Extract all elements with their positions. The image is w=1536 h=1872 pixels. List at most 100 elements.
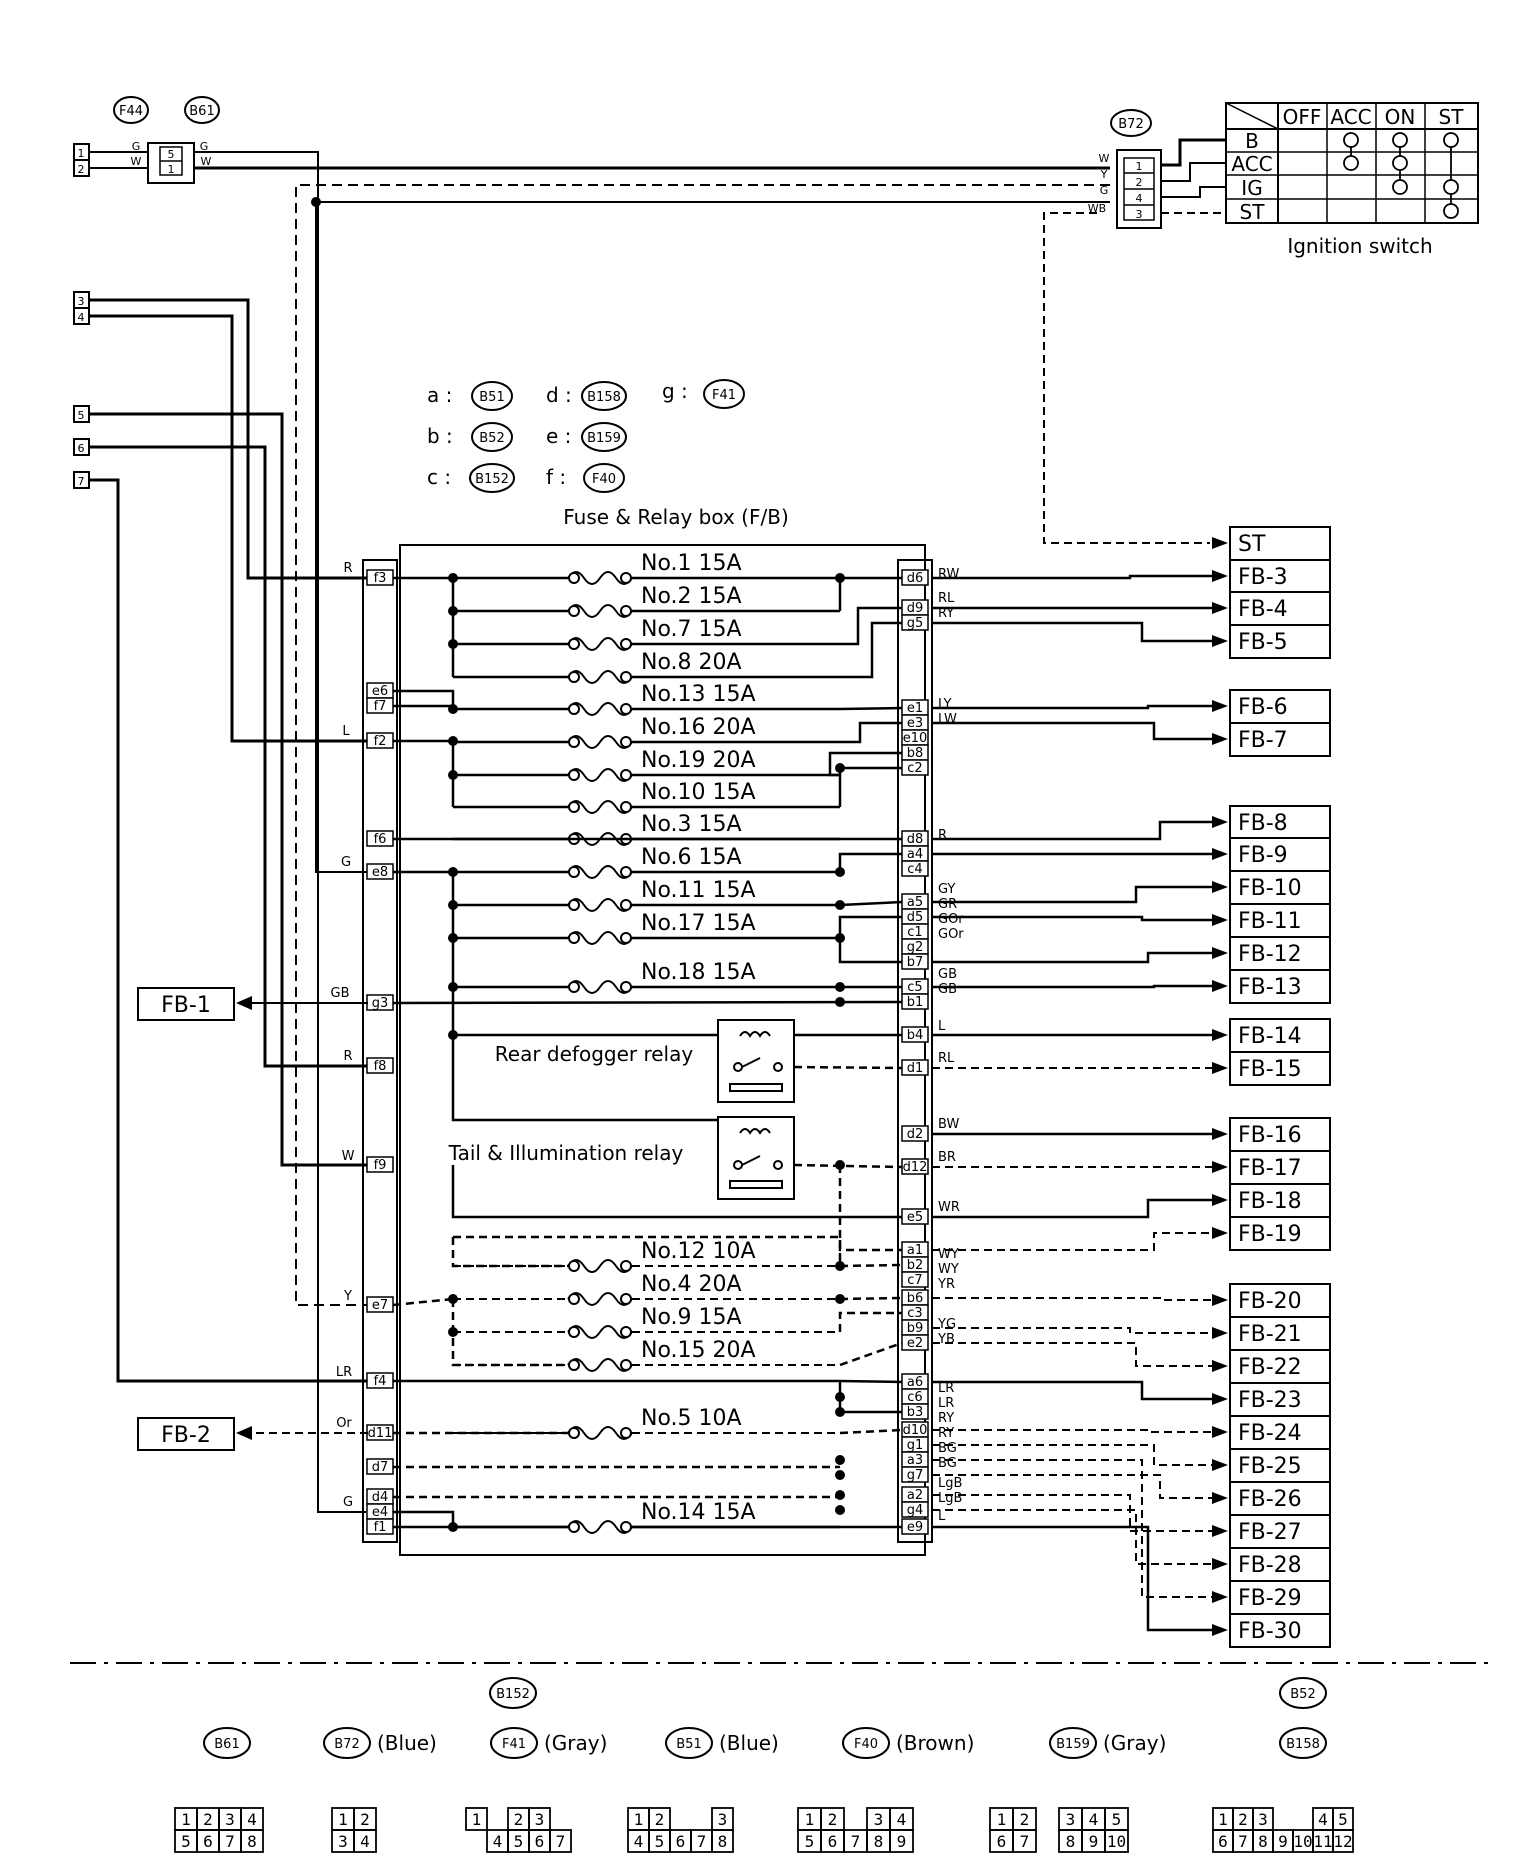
fb-box (1229, 1613, 1331, 1648)
arrow-head (1212, 537, 1228, 549)
pin-label: 6 (535, 1832, 545, 1851)
rear-defogger-relay: Rear defogger relay (495, 1019, 795, 1103)
fb-label: FB-29 (1238, 1586, 1302, 1611)
connector-key-code: B152 (496, 1687, 530, 1702)
pin-label: 3 (338, 1832, 348, 1851)
fuse: No.12 10A (453, 1239, 840, 1273)
right-terminal-box (901, 1271, 929, 1288)
fb-box (1229, 559, 1331, 594)
right-wire-color: RY (938, 1426, 954, 1441)
arrow-head (1212, 980, 1228, 992)
connector-key-code: B52 (1290, 1687, 1315, 1702)
right-terminal-label: a1 (907, 1243, 923, 1258)
right-wire-color: GOr (938, 912, 964, 927)
tail-illumination-relay: Tail & Illumination relay (448, 1116, 795, 1200)
right-wire-color: BW (938, 1117, 959, 1132)
right-wire-color: BR (938, 1150, 956, 1165)
wire (793, 1163, 903, 1169)
arrow-head (1212, 1128, 1228, 1140)
fuse-end (620, 638, 632, 650)
connector-key: B61 (203, 1727, 251, 1759)
left-terminal-label: e6 (372, 684, 388, 699)
arrow-head (1212, 1591, 1228, 1603)
fuse-symbol (567, 1292, 633, 1306)
pin-cell (1332, 1829, 1354, 1853)
connector-key-oval (323, 1727, 371, 1759)
right-wire-color: LW (938, 712, 957, 727)
fb-label: FB-3 (1238, 565, 1288, 590)
fb-label: FB-9 (1238, 843, 1288, 868)
fuse-label: No.14 15A (641, 1500, 756, 1525)
pin-label: 3 (535, 1810, 545, 1829)
fuse: No.5 10A (453, 1406, 840, 1440)
wire (839, 1263, 903, 1268)
pin-label: 3 (1258, 1810, 1268, 1829)
pin-label: 9 (897, 1832, 907, 1851)
pin-label: 12 (1333, 1832, 1352, 1851)
svg-text:B51: B51 (479, 390, 504, 405)
fuse-symbol (567, 1426, 633, 1440)
junction (448, 704, 458, 714)
pin-label: 7 (1020, 1832, 1030, 1851)
fb-box (1229, 1316, 1331, 1351)
right-terminal-label: c3 (907, 1306, 922, 1321)
junction (835, 982, 845, 992)
pin-label: 1 (338, 1810, 348, 1829)
fuse-end (620, 1293, 632, 1305)
fuse-label: No.13 15A (641, 682, 756, 707)
fuse: No.16 20A (453, 715, 840, 749)
connector-key-note: (Blue) (377, 1731, 437, 1755)
right-terminal-label: c6 (907, 1390, 922, 1405)
pin-label: 2 (655, 1810, 665, 1829)
svg-text:F40: F40 (592, 472, 616, 487)
fb-lead-wire (932, 721, 1212, 741)
fb-lead-wire (932, 1297, 1212, 1301)
pin-label: 8 (874, 1832, 884, 1851)
left-wire-color: G (343, 1495, 353, 1510)
fuse: No.18 15A (453, 960, 840, 994)
connector-key-note: (Gray) (544, 1731, 607, 1755)
arrow-head (1212, 1360, 1228, 1372)
fuse-end (620, 671, 632, 683)
svg-text:6: 6 (78, 442, 85, 455)
pin-label: 2 (514, 1810, 524, 1829)
arrow-head (1212, 947, 1228, 959)
fb-1-label: FB-1 (161, 993, 211, 1018)
pin-label: 4 (634, 1832, 644, 1851)
fb-box (1229, 1481, 1331, 1516)
pin-label: 7 (697, 1832, 707, 1851)
connector-key-code: B158 (1286, 1737, 1320, 1752)
pin-label: 2 (360, 1810, 370, 1829)
fb-lead-wire (932, 1459, 1212, 1598)
fuse-end (568, 1326, 580, 1338)
junction (835, 1505, 845, 1515)
left-terminal-label: f6 (374, 832, 387, 847)
wire (840, 721, 902, 744)
pin-1: 1 (78, 147, 85, 160)
fb-label: FB-17 (1238, 1156, 1302, 1181)
fuse-symbol (567, 1520, 633, 1534)
right-wire-colors: RWRLRYLYLWRGYGRGOrGOrGBGBLRLBWBRWRWYWYYR… (937, 567, 964, 1524)
conn-b61-label: B61 (189, 104, 214, 119)
fuse-label: No.8 20A (641, 650, 742, 675)
pin-label: 8 (1066, 1832, 1076, 1851)
svg-text:B: B (1245, 129, 1259, 153)
arrow-head (1212, 1525, 1228, 1537)
right-terminal-label: a2 (907, 1488, 923, 1503)
fb-left-boxes: FB-1 FB-2 (137, 987, 368, 1451)
pin-label: 3 (874, 1810, 884, 1829)
right-terminal-label: a5 (907, 895, 923, 910)
fuse-label: No.17 15A (641, 911, 756, 936)
fb-label: FB-4 (1238, 597, 1288, 622)
pin-label: 8 (247, 1832, 257, 1851)
right-terminal-label: e1 (907, 701, 923, 716)
fb-lead-wire (932, 1327, 1212, 1334)
connector-key-oval (203, 1727, 251, 1759)
left-terminal-box (366, 1156, 394, 1173)
fuse-end (568, 736, 580, 748)
right-terminal-label: g5 (907, 616, 924, 631)
fb-lead-wire (932, 1444, 1212, 1466)
pin-label: 5 (655, 1832, 665, 1851)
svg-text:Tail & Illumination relay: Tail & Illumination relay (448, 1141, 684, 1165)
